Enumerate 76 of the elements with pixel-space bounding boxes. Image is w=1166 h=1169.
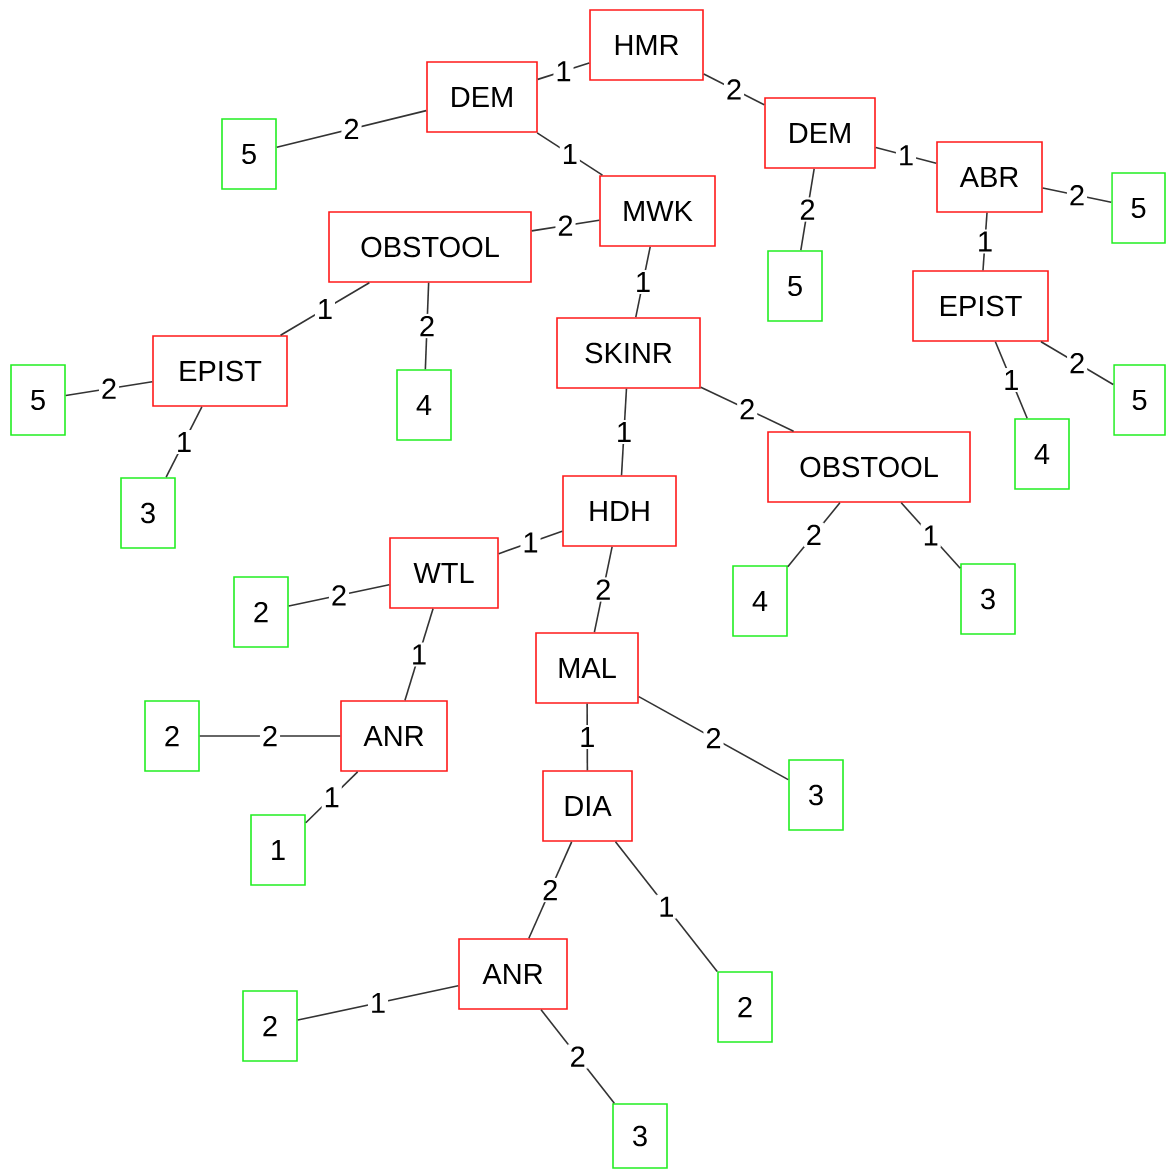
leaf-box: 2 [144,700,200,772]
connector-line [297,984,459,1021]
attribute-box: ANR [458,938,568,1010]
leaf-box: 2 [242,990,298,1062]
edge-label: 2 [567,1044,588,1069]
connector-line [900,502,961,569]
attribute-box: OBSTOOL [767,431,971,503]
connector-line [537,62,590,81]
edge-label: 1 [314,297,336,321]
attribute-box: DEM [764,97,876,169]
leaf-box: 1 [250,814,306,886]
edge-label: 1 [895,143,917,168]
attribute-box: ANR [340,700,448,772]
leaf-box: 5 [767,250,823,322]
edge-label: 2 [737,397,758,422]
attribute-box: HMR [589,9,704,81]
connector-line [305,771,359,824]
attribute-box: ABR [936,141,1043,213]
edge-label: 2 [797,197,818,222]
edge-label: 1 [520,530,541,555]
edge-label: 1 [613,420,635,444]
attribute-box: OBSTOOL [328,211,532,283]
edge-label: 2 [341,116,362,142]
leaf-box: 2 [233,576,289,648]
edge-label: 2 [540,877,561,903]
edge-label: 1 [408,642,430,667]
leaf-box: 4 [1014,418,1070,490]
leaf-box: 4 [732,565,788,637]
connector-line [536,132,604,176]
edge-label: 1 [656,894,677,919]
leaf-box: 3 [612,1103,668,1169]
attribute-box: MWK [599,175,716,247]
edge-label: 1 [577,725,598,749]
attribute-box: EPIST [152,335,288,407]
edge-label: 1 [920,523,941,548]
edge-label: 2 [703,726,724,751]
edge-label: 2 [259,723,281,749]
edge-label: 2 [803,522,824,547]
edge-label: 1 [974,229,996,254]
edge-label: 1 [321,785,342,810]
attribute-box: MAL [535,632,639,704]
attribute-box: DEM [426,61,538,133]
attribute-box: HDH [562,475,677,547]
leaf-box: 3 [788,759,844,831]
edge-label: 2 [723,77,745,102]
leaf-box: 5 [1113,364,1166,436]
connector-line [498,530,563,555]
leaf-box: 3 [120,477,176,549]
attribute-box: WTL [389,537,499,609]
edge-label: 1 [1001,368,1022,392]
edge-label: 1 [632,270,654,294]
connector-line [614,841,718,973]
edge-label: 2 [1066,183,1088,208]
leaf-box: 5 [221,118,277,190]
leaf-box: 5 [10,364,66,436]
edge-label: 2 [593,577,614,602]
edge-label: 2 [98,376,120,401]
leaf-box: 5 [1111,172,1166,244]
connector-line [638,695,789,781]
edge-label: 1 [367,990,389,1015]
attribute-box: DIA [542,770,633,842]
connector-line [276,109,427,148]
leaf-box: 2 [717,971,773,1043]
connector-line [279,282,371,336]
connector-line [875,146,937,164]
leaf-box: 3 [960,563,1016,635]
edge-label: 2 [1067,351,1088,376]
attribute-box: EPIST [912,270,1049,342]
edge-label: 1 [553,59,574,84]
edge-label: 1 [559,142,580,166]
edge-label: 1 [173,430,195,454]
leaf-box: 4 [396,369,452,441]
edge-label: 2 [555,213,576,238]
edge-label: 2 [328,583,350,608]
edge-label: 2 [416,313,438,339]
attribute-box: SKINR [556,317,701,389]
